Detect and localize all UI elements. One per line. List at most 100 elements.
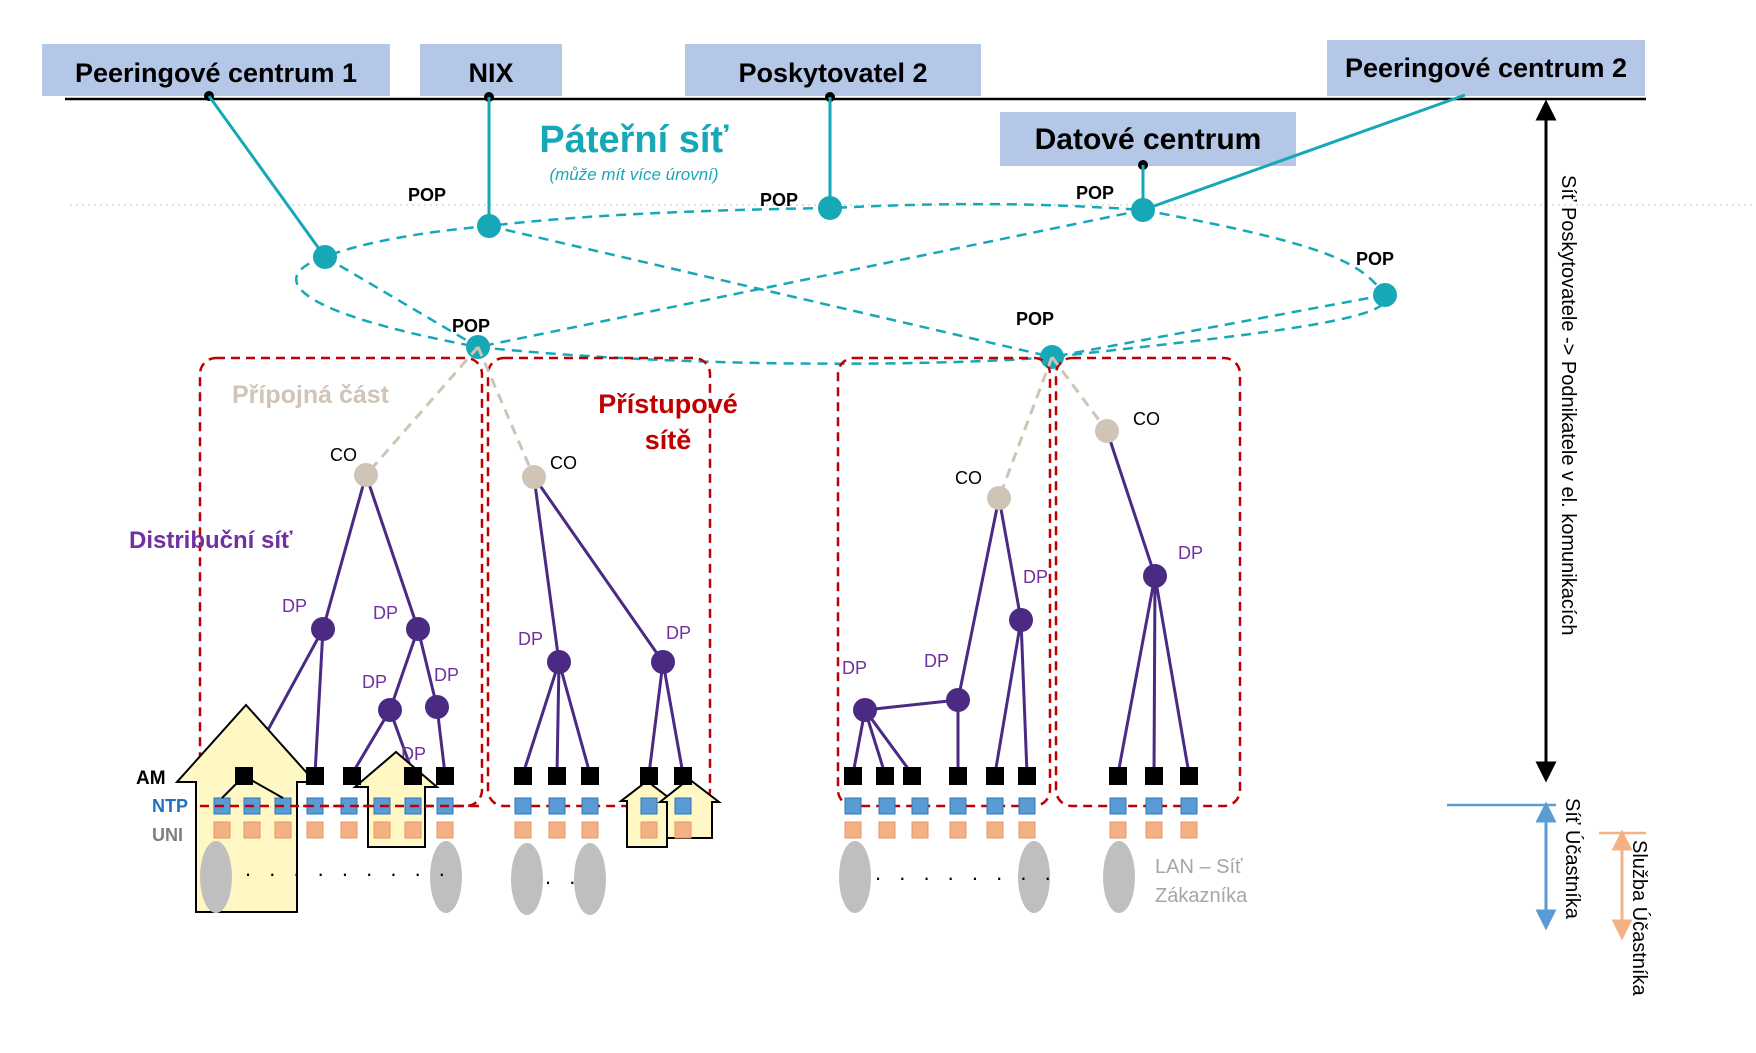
am-square [343,767,361,785]
am-square [514,767,532,785]
am-square [876,767,894,785]
dp-label: DP [842,658,867,678]
distribution-links [242,430,1191,775]
lan-device [1103,841,1135,913]
continuation-dots: . . . . . . . . [875,860,1057,885]
uni-square [844,821,862,839]
am-square [581,767,599,785]
dp-node [1009,608,1033,632]
uni-square [274,821,292,839]
am-square [404,767,422,785]
ntp-square [640,797,658,815]
provider-network-label: Síť Poskytovatele -> Podnikatele v el. k… [1557,175,1579,636]
pop-node [313,245,337,269]
dp-label: DP [401,744,426,764]
backbone-subtitle: (může mít více úrovní) [549,165,718,184]
lan-device [430,841,462,913]
dp-node [1143,564,1167,588]
dp-label: DP [282,596,307,616]
dp-label: DP [362,672,387,692]
uni-square [878,821,896,839]
uni-square [581,821,599,839]
svg-text:Peeringové centrum 2: Peeringové centrum 2 [1345,53,1627,83]
dp-label: DP [1023,567,1048,587]
lan-label-line2: Zákazníka [1155,885,1248,907]
dp-node [946,688,970,712]
endpoint-columns [213,767,1198,839]
uni-square [243,821,261,839]
co-node [522,465,546,489]
am-square [306,767,324,785]
provider-2-box: Poskytovatel 2 [685,44,981,96]
uni-square [436,821,454,839]
pop-label: POP [760,190,798,210]
nix-box: NIX [420,44,562,96]
peering-centre-1-box: Peeringové centrum 1 [42,44,390,96]
svg-text:Datové centrum: Datové centrum [1035,123,1262,156]
dp-node [406,617,430,641]
dp-label: DP [1178,543,1203,563]
am-square [1018,767,1036,785]
continuation-dots: . . . . . . . . . [245,856,451,881]
backbone-title: Páteřní síť [539,119,729,161]
connection-part-label: Přípojná část [232,381,390,409]
uni-square [1180,821,1198,839]
ntp-square [548,797,566,815]
am-square [674,767,692,785]
uni-square [1109,821,1127,839]
svg-text:Poskytovatel 2: Poskytovatel 2 [738,58,927,88]
ntp-label: NTP [152,796,188,816]
am-ntp-link [221,775,245,799]
ntp-square [986,797,1004,815]
am-square [640,767,658,785]
pop-node [1373,283,1397,307]
uni-square [514,821,532,839]
pop-label: POP [1076,183,1114,203]
am-square [949,767,967,785]
dp-node [425,695,449,719]
lan-device [1018,841,1050,913]
distribution-network-label: Distribuční síť [129,527,293,554]
access-networks-label-line2: sítě [645,425,692,455]
house-icon [352,750,440,848]
ntp-square [674,797,692,815]
lan-device [200,841,232,913]
backbone-uplinks [207,93,1466,258]
am-square [548,767,566,785]
dp-node [853,698,877,722]
ntp-square [1109,797,1127,815]
pop-label: POP [452,316,490,336]
pop-node [818,196,842,220]
pop-nodes [313,196,1397,369]
uni-square [911,821,929,839]
co-node [1095,419,1119,443]
am-square [1145,767,1163,785]
am-label: AM [136,768,166,789]
uni-square [986,821,1004,839]
pop-label: POP [408,185,446,205]
access-networks-label-line1: Přístupové [598,389,738,419]
access-frame [486,356,712,808]
am-square [844,767,862,785]
pop-label: POP [1356,249,1394,269]
dp-node [547,650,571,674]
peering-centre-2-box: Peeringové centrum 2 [1327,40,1645,96]
ntp-square [878,797,896,815]
pop-co-links [364,346,1109,499]
uni-square [1145,821,1163,839]
co-node [354,463,378,487]
uni-square [404,821,422,839]
ntp-square [514,797,532,815]
ntp-square [1145,797,1163,815]
am-ntp-link [243,775,284,799]
ntp-square [911,797,929,815]
uni-square [1018,821,1036,839]
ntp-square [949,797,967,815]
access-network-frames [198,356,1242,808]
am-square [986,767,1004,785]
pop-node [1131,198,1155,222]
uni-square [373,821,391,839]
dp-node [311,617,335,641]
dp-node [651,650,675,674]
access-frame [836,356,1052,808]
